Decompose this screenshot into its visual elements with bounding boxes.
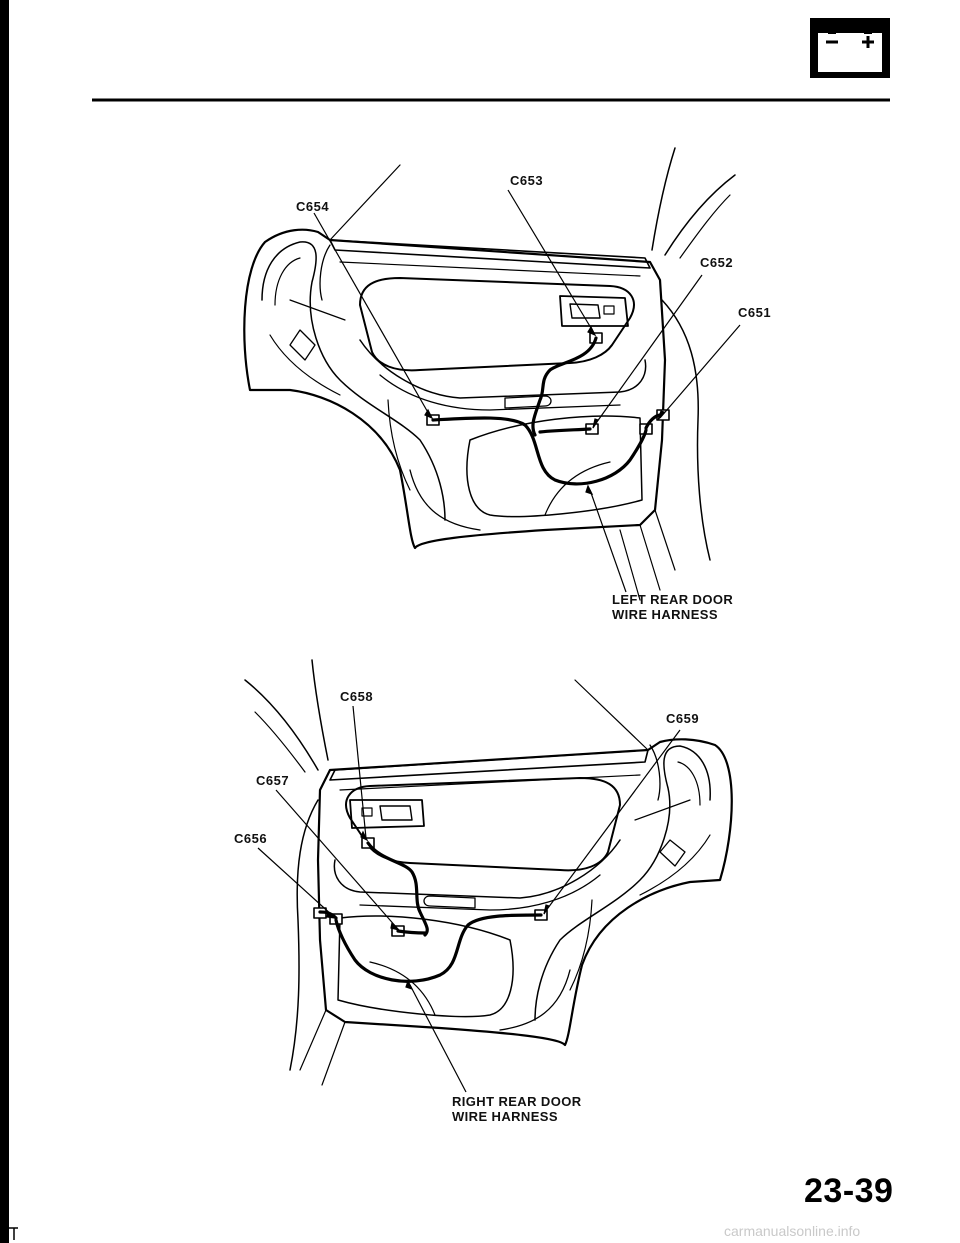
- connector-label-c651: C651: [738, 305, 772, 320]
- harness-label-line2: WIRE HARNESS: [612, 607, 718, 622]
- right-door-callouts: [257, 705, 681, 1093]
- left-door-callouts: [313, 189, 741, 593]
- harness-label-line1: RIGHT REAR DOOR: [452, 1094, 582, 1109]
- connector-label-c656: C656: [234, 831, 268, 846]
- left-rear-door-harness-label: LEFT REAR DOOR WIRE HARNESS: [612, 592, 733, 622]
- connector-label-c659: C659: [666, 711, 700, 726]
- binding-edge: [0, 0, 9, 1243]
- left-door-illustration: [243, 147, 736, 601]
- harness-label-line2: WIRE HARNESS: [452, 1109, 558, 1124]
- right-door-illustration: [244, 659, 733, 1086]
- connector-label-c654: C654: [296, 199, 330, 214]
- watermark[interactable]: carmanualsonline.info: [724, 1223, 861, 1239]
- connector-label-c658: C658: [340, 689, 374, 704]
- connector-label-c653: C653: [510, 173, 544, 188]
- right-rear-door-harness-label: RIGHT REAR DOOR WIRE HARNESS: [452, 1094, 582, 1124]
- battery-icon: [810, 18, 890, 78]
- connector-label-c657: C657: [256, 773, 290, 788]
- harness-label-line1: LEFT REAR DOOR: [612, 592, 734, 607]
- page-number: 23-39: [804, 1172, 894, 1210]
- connector-label-c652: C652: [700, 255, 734, 270]
